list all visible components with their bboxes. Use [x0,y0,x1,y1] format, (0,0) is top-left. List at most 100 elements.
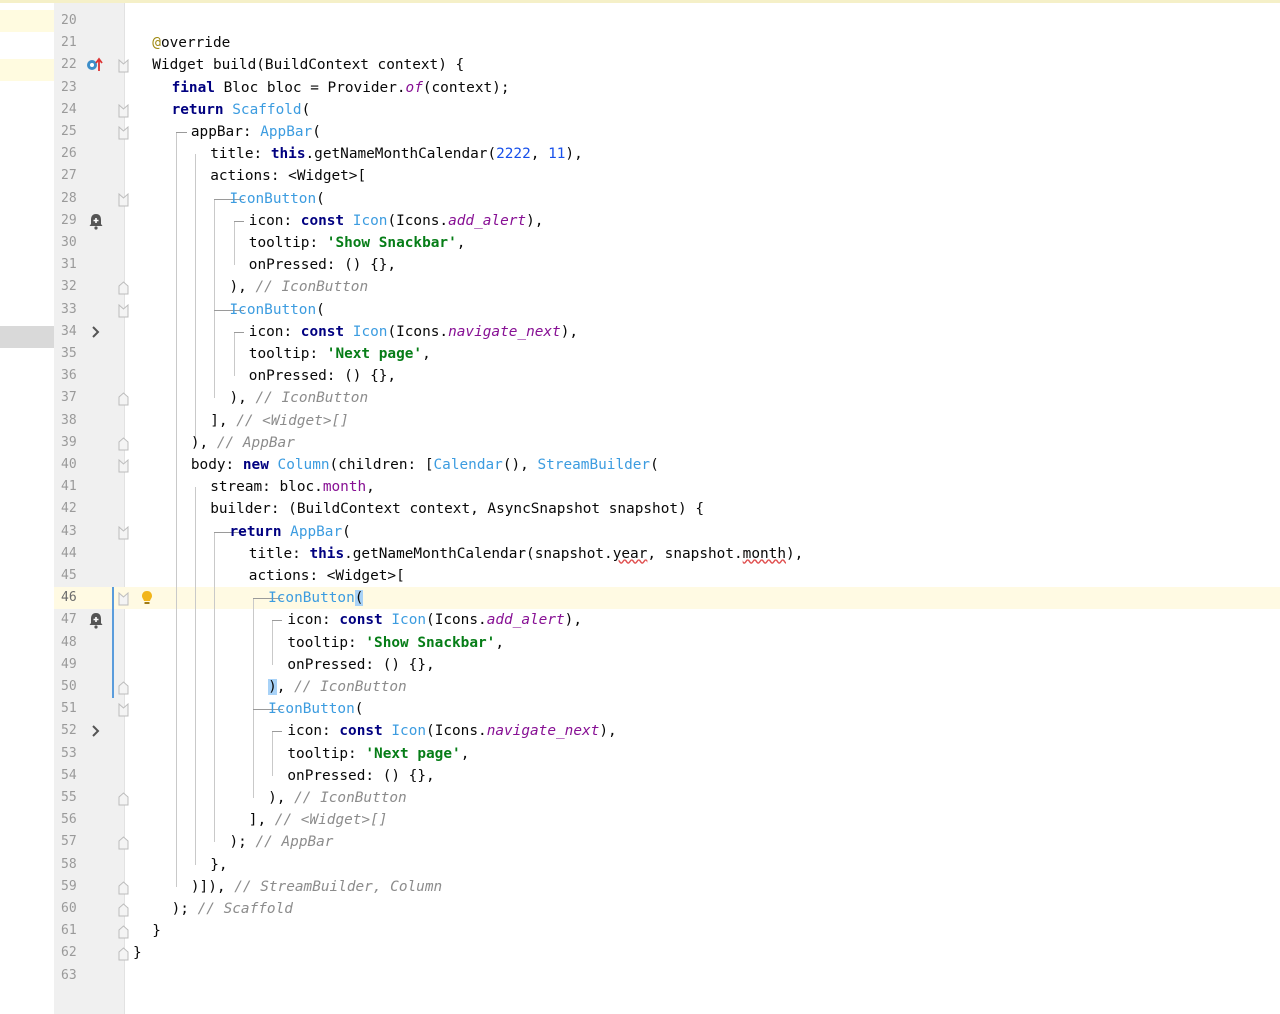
code-text[interactable]: onPressed: () {}, [287,655,434,675]
code-text[interactable]: onPressed: () {}, [249,255,396,275]
add-alert-icon[interactable] [87,611,105,629]
fold-marker-icon[interactable] [118,680,129,695]
code-text[interactable]: ], // <Widget>[] [249,810,388,830]
fold-marker-icon[interactable] [118,303,129,318]
code-text[interactable]: } [133,943,142,963]
line-number[interactable]: 34 [61,323,77,339]
line-number[interactable]: 63 [61,967,77,983]
code-text[interactable]: ); // Scaffold [172,899,293,919]
code-text[interactable]: icon: const Icon(Icons.navigate_next), [287,721,616,741]
code-text[interactable]: return AppBar( [230,522,351,542]
fold-marker-icon[interactable] [118,525,129,540]
code-text[interactable]: Widget build(BuildContext context) { [152,55,464,75]
code-line[interactable]: 34 icon: const Icon(Icons.navigate_next), [54,321,1280,343]
fold-marker-icon[interactable] [118,436,129,451]
line-number[interactable]: 21 [61,35,77,51]
code-text[interactable]: ), // IconButton [268,677,407,697]
fold-marker-icon[interactable] [118,902,129,917]
code-text[interactable]: ); // AppBar [230,832,334,852]
line-number[interactable]: 61 [61,923,77,939]
code-line[interactable]: 32), // IconButton [54,276,1280,298]
code-text[interactable]: )]), // StreamBuilder, Column [191,877,442,897]
code-text[interactable]: icon: const Icon(Icons.navigate_next), [249,322,578,342]
line-number[interactable]: 39 [61,434,77,450]
line-number[interactable]: 38 [61,412,77,428]
code-text[interactable]: IconButton( [230,189,325,209]
fold-marker-icon[interactable] [118,58,129,73]
code-text[interactable]: icon: const Icon(Icons.add_alert), [287,610,582,630]
add-alert-icon[interactable] [87,212,105,230]
code-line[interactable]: 63 [54,965,1280,987]
code-text[interactable]: tooltip: 'Next page', [287,744,469,764]
code-line[interactable]: 38], // <Widget>[] [54,410,1280,432]
line-number[interactable]: 51 [61,701,77,717]
navigate-next-icon[interactable] [87,323,105,341]
line-number[interactable]: 42 [61,501,77,517]
line-number[interactable]: 37 [61,390,77,406]
code-line[interactable]: 31 onPressed: () {}, [54,254,1280,276]
fold-marker-icon[interactable] [118,835,129,850]
code-text[interactable]: IconButton( [230,300,325,320]
code-text[interactable]: return Scaffold( [172,100,311,120]
line-number[interactable]: 57 [61,834,77,850]
code-line[interactable]: 29 icon: const Icon(Icons.add_alert), [54,210,1280,232]
line-number[interactable]: 41 [61,479,77,495]
code-text[interactable]: onPressed: () {}, [287,766,434,786]
line-number[interactable]: 29 [61,212,77,228]
intention-bulb-icon[interactable] [138,589,156,607]
line-number[interactable]: 35 [61,346,77,361]
code-text[interactable]: ), // IconButton [268,788,407,808]
code-line[interactable]: 58}, [54,854,1280,876]
fold-marker-icon[interactable] [118,391,129,406]
line-number[interactable]: 46 [61,590,77,606]
code-line[interactable]: 21@override [54,32,1280,54]
fold-marker-icon[interactable] [118,458,129,473]
code-text[interactable]: } [152,921,161,941]
code-line[interactable]: 60 ); // Scaffold [54,898,1280,920]
code-line[interactable]: 59)]), // StreamBuilder, Column [54,876,1280,898]
line-number[interactable]: 33 [61,301,77,317]
line-number[interactable]: 54 [61,767,77,783]
line-number[interactable]: 44 [61,545,77,561]
code-line[interactable]: 39 ), // AppBar [54,432,1280,454]
navigate-next-icon[interactable] [87,722,105,740]
line-number[interactable]: 50 [61,679,77,694]
line-number[interactable]: 26 [61,146,77,162]
line-number[interactable]: 43 [61,523,77,539]
code-text[interactable]: tooltip: 'Next page', [249,344,431,364]
line-number[interactable]: 60 [61,901,77,916]
fold-marker-icon[interactable] [118,924,129,939]
code-text[interactable]: icon: const Icon(Icons.add_alert), [249,211,544,231]
code-text[interactable]: title: this.getNameMonthCalendar(snapsho… [249,544,804,564]
code-text[interactable]: final Bloc bloc = Provider.of(context); [172,78,510,98]
code-line[interactable]: 54 onPressed: () {}, [54,765,1280,787]
line-number[interactable]: 62 [61,945,77,961]
fold-marker-icon[interactable] [118,791,129,806]
line-number[interactable]: 31 [61,257,77,273]
fold-marker-icon[interactable] [118,192,129,207]
code-text[interactable]: IconButton( [268,588,364,608]
line-number[interactable]: 20 [61,13,77,28]
line-number[interactable]: 58 [61,856,77,872]
code-line[interactable]: 37), // IconButton [54,387,1280,409]
code-text[interactable]: ), // IconButton [230,277,369,297]
code-text[interactable]: appBar: AppBar( [191,122,321,142]
code-text[interactable]: ), // AppBar [191,433,295,453]
code-text[interactable]: onPressed: () {}, [249,366,396,386]
line-number[interactable]: 45 [61,568,77,583]
code-line[interactable]: 35 tooltip: 'Next page', [54,343,1280,365]
code-text[interactable]: }, [210,855,227,875]
